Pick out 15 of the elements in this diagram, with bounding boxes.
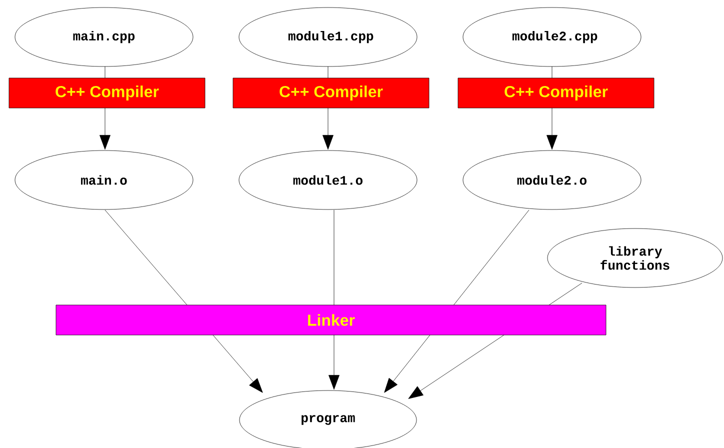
arrow — [408, 334, 504, 399]
compiler-bar: C++ Compiler — [458, 78, 654, 108]
arrow — [328, 334, 340, 390]
arrow — [546, 108, 558, 150]
connector-line — [454, 210, 530, 306]
compiler-bar: C++ Compiler — [232, 78, 430, 108]
arrow — [384, 334, 430, 393]
arrow — [212, 334, 263, 393]
connector-line — [104, 66, 106, 78]
connector-line — [104, 210, 188, 306]
connector-line — [548, 282, 582, 306]
arrow — [322, 108, 334, 150]
compiler-bar: C++ Compiler — [8, 78, 206, 108]
arrow — [100, 108, 110, 150]
linker-bar: Linker — [56, 304, 606, 336]
